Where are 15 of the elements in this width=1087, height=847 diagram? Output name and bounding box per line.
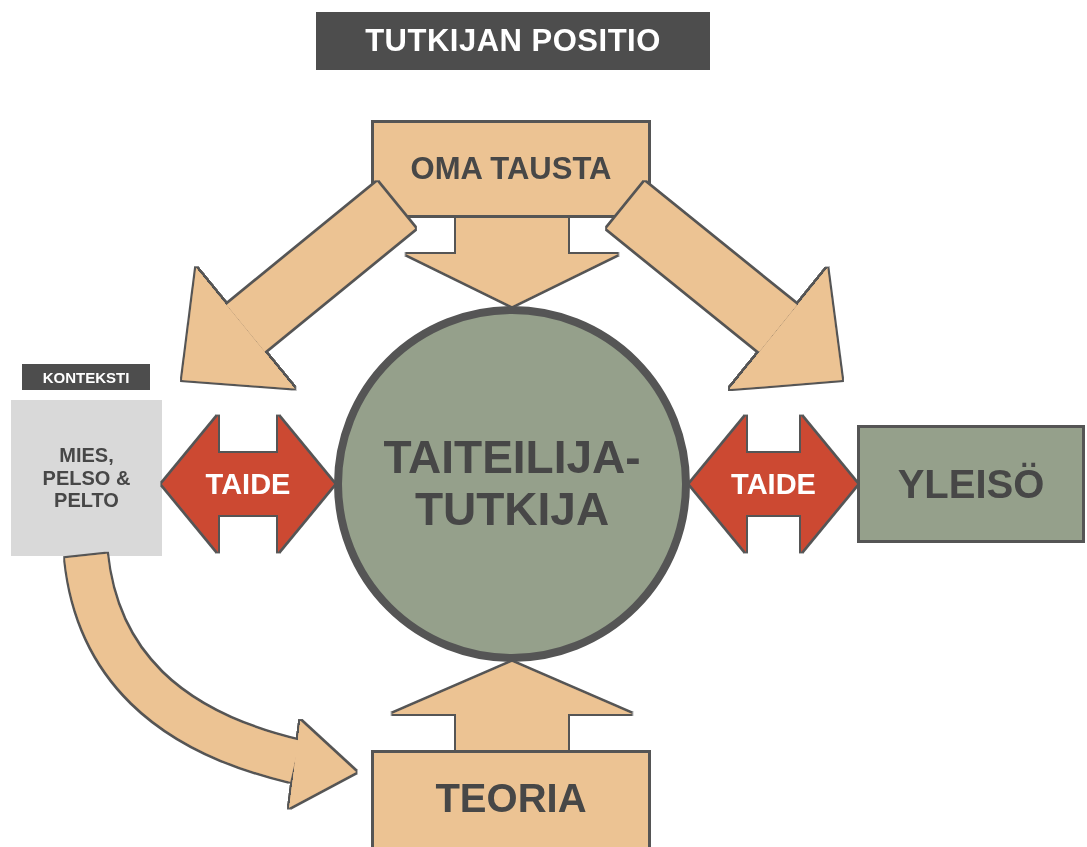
block-arrow: [690, 416, 857, 552]
node-label: MIES, PELSO & PELTO: [41, 444, 132, 512]
node-label: TEORIA: [434, 775, 588, 821]
edge-label: TAIDE: [731, 467, 816, 501]
node-label: OMA TAUSTA: [409, 151, 613, 187]
title-banner: TUTKIJAN POSITIO: [316, 12, 710, 70]
block-arrow: [392, 662, 632, 750]
process-box: [371, 120, 651, 218]
context-heading: KONTEKSTI: [22, 364, 150, 390]
process-box: [371, 750, 651, 847]
block-arrow: [162, 416, 334, 552]
node-label: TAITEILIJA- TUTKIJA: [382, 432, 642, 536]
edge-label: TAIDE: [205, 467, 291, 501]
audience-box: [857, 425, 1085, 543]
node-label: YLEISÖ: [896, 461, 1046, 507]
